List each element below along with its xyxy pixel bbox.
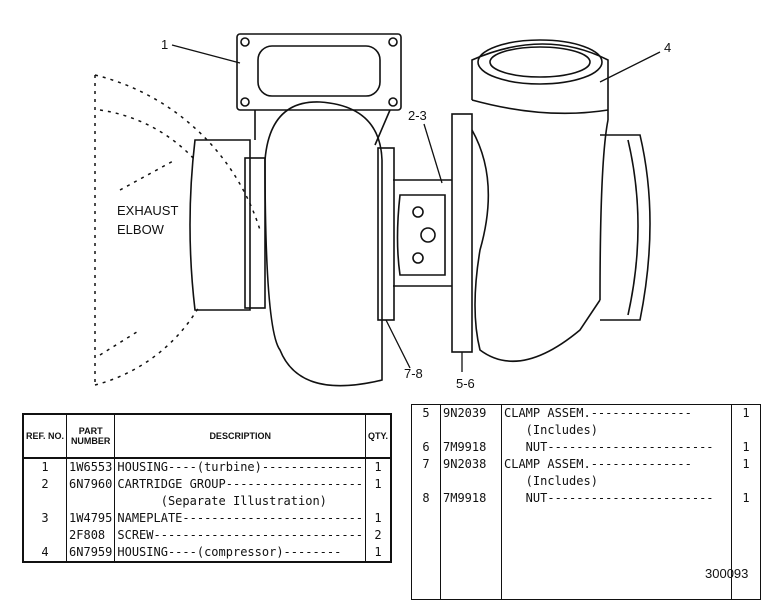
desc-cell: (Includes): [501, 473, 732, 490]
desc-cell: (Includes): [501, 422, 732, 439]
table-row: 8 7M9918 NUT----------------------- 1: [411, 490, 761, 507]
qty-cell: 1: [374, 511, 382, 525]
part-cell: 1W6553: [66, 458, 116, 476]
qty-cell: 1: [374, 477, 382, 491]
table-filler-row: [411, 507, 761, 600]
desc-cell: HOUSING----(turbine)--------------: [114, 458, 367, 476]
table-row: (Separate Illustration): [23, 493, 391, 510]
ref-cell: [411, 422, 441, 439]
parts-table-right: 5 9N2039 CLAMP ASSEM.-------------- 1 (I…: [411, 404, 761, 600]
qty-cell: 1: [742, 491, 750, 505]
filler-cell: [732, 507, 761, 600]
filler-cell: [440, 507, 502, 600]
callout-7-8: 7-8: [404, 366, 423, 381]
callout-1: 1: [161, 37, 169, 52]
header-qty: QTY.: [365, 414, 392, 459]
turbine-flange: [236, 33, 402, 146]
qty-cell: 1: [742, 440, 750, 454]
header-ref-no: REF. NO.: [23, 414, 68, 459]
compressor-housing: [451, 39, 651, 363]
desc-cell: NUT-----------------------: [501, 439, 732, 456]
table-row: (Includes): [411, 473, 761, 490]
table-row: 4 6N7959 HOUSING----(compressor)--------…: [23, 544, 391, 562]
part-cell: 9N2038: [440, 456, 502, 473]
document-number: 300093: [705, 566, 749, 581]
ref-cell: 7: [411, 456, 441, 473]
ref-cell: 4: [23, 544, 68, 562]
exhaust-elbow: [94, 74, 261, 386]
table-row: 3 1W4795 NAMEPLATE----------------------…: [23, 510, 391, 527]
table-row: 2 6N7960 CARTRIDGE GROUP----------------…: [23, 476, 391, 493]
table-header-row: REF. NO. PART NUMBER DESCRIPTION QTY.: [23, 414, 392, 459]
parts-table-left: REF. NO. PART NUMBER DESCRIPTION QTY. 1 …: [22, 413, 393, 563]
ref-cell: 5: [411, 404, 441, 422]
desc-cell: HOUSING----(compressor)--------: [114, 544, 367, 562]
table-row: 1 1W6553 HOUSING----(turbine)-----------…: [23, 458, 391, 476]
table-row: 5 9N2039 CLAMP ASSEM.-------------- 1: [411, 404, 761, 422]
turbocharger-illustration: [94, 33, 661, 387]
header-part-number: PART NUMBER: [66, 414, 116, 459]
cartridge-bracket: [396, 194, 446, 276]
desc-cell: SCREW-----------------------------: [114, 527, 367, 544]
elbow-label-line1: EXHAUST: [117, 203, 179, 218]
part-cell: 2F808: [66, 527, 116, 544]
part-cell: [440, 473, 502, 490]
qty-cell: 1: [742, 406, 750, 420]
qty-cell: 2: [374, 528, 382, 542]
part-cell: 9N2039: [440, 404, 502, 422]
ref-cell: 1: [23, 458, 68, 476]
ref-cell: [411, 473, 441, 490]
leader-lines: [171, 44, 661, 372]
ref-cell: [23, 527, 68, 544]
part-cell: 7M9918: [440, 490, 502, 507]
elbow-label-line2: ELBOW: [117, 222, 164, 237]
part-cell: 6N7959: [66, 544, 116, 562]
desc-cell: CLAMP ASSEM.--------------: [501, 456, 732, 473]
ref-cell: 3: [23, 510, 68, 527]
table-row: 2F808 SCREW-----------------------------…: [23, 527, 391, 544]
exhaust-elbow-label: EXHAUST ELBOW: [117, 201, 178, 239]
part-cell: [66, 493, 116, 510]
desc-cell: NAMEPLATE-------------------------: [114, 510, 367, 527]
desc-cell: CARTRIDGE GROUP-------------------: [114, 476, 367, 493]
part-cell: [440, 422, 502, 439]
part-cell: 6N7960: [66, 476, 116, 493]
qty-cell: 1: [374, 460, 382, 474]
table-row: 6 7M9918 NUT----------------------- 1: [411, 439, 761, 456]
filler-cell: [411, 507, 441, 600]
table-row: 7 9N2038 CLAMP ASSEM.-------------- 1: [411, 456, 761, 473]
callout-5-6: 5-6: [456, 376, 475, 391]
part-cell: 1W4795: [66, 510, 116, 527]
qty-cell: 1: [374, 545, 382, 559]
table-row: (Includes): [411, 422, 761, 439]
qty-cell: 1: [742, 457, 750, 471]
ref-cell: 8: [411, 490, 441, 507]
ref-cell: 6: [411, 439, 441, 456]
filler-cell: [501, 507, 732, 600]
qty-cell: [732, 422, 761, 439]
ref-cell: [23, 493, 68, 510]
qty-cell: [366, 493, 392, 510]
header-description: DESCRIPTION: [114, 414, 367, 459]
ref-cell: 2: [23, 476, 68, 493]
desc-cell: NUT-----------------------: [501, 490, 732, 507]
part-cell: 7M9918: [440, 439, 502, 456]
turbine-housing: [189, 101, 452, 387]
qty-cell: [732, 473, 761, 490]
desc-cell: CLAMP ASSEM.--------------: [501, 404, 732, 422]
callout-4: 4: [664, 40, 672, 55]
callout-2-3: 2-3: [408, 108, 427, 123]
desc-cell: (Separate Illustration): [114, 493, 367, 510]
